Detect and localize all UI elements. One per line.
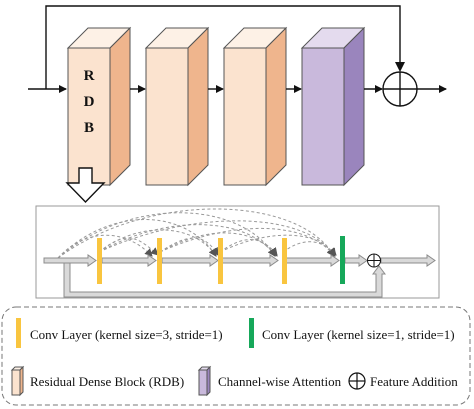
legend-frame [1,306,471,406]
top-block-chain: R D B [28,5,447,204]
legend-conv1-swatch [249,318,254,348]
rdb-letter-d: D [84,94,95,110]
rdb-letter-r: R [84,68,95,84]
legend-item-rdb: Residual Dense Block (RDB) [10,365,184,397]
plus-circle-icon [348,372,366,390]
skip-connection-line [45,5,401,89]
flow-segment-input [43,254,97,267]
rdb-block-2 [144,26,210,187]
rdb-letter-b: B [84,120,94,136]
legend-item-addition: Feature Addition [348,372,458,390]
rdb-addition-node [367,253,381,268]
rdb-block-3 [222,26,288,187]
conv3-layer-2 [157,238,162,284]
conv3-layer-4 [282,238,287,284]
conv3-layer-3 [218,238,223,284]
legend-addition-label: Feature Addition [370,374,458,389]
flow-segment-1 [101,254,157,267]
channel-attention-block [300,26,366,187]
rdb-detail-panel [35,205,440,299]
legend-conv3-label: Conv Layer (kernel size=3, stride=1) [30,327,223,342]
rdb-detail-frame [35,205,440,299]
flow-segment-3 [221,254,279,267]
expand-down-arrow-icon [65,167,106,204]
skip-connection-arrowhead [395,62,405,72]
legend-item-attention: Channel-wise Attention [197,365,342,397]
legend-item-conv3: Conv Layer (kernel size=3, stride=1) [16,318,223,348]
legend-conv1-label: Conv Layer (kernel size=1, stride=1) [262,327,455,342]
residual-bypass [63,262,386,298]
legend-item-conv1: Conv Layer (kernel size=1, stride=1) [249,318,455,348]
feature-addition-node [382,71,418,107]
flow-segment-4 [285,254,340,267]
legend-rdb-label: Residual Dense Block (RDB) [30,374,184,389]
legend-attention-label: Channel-wise Attention [218,374,342,389]
flow-segment-5 [344,254,368,267]
conv3-layer-1 [97,238,102,284]
legend-attention-icon [197,365,212,397]
flow-segment-output [380,254,436,267]
conv1-layer [340,236,345,284]
legend-conv3-swatch [16,318,21,348]
main-flow [43,254,436,298]
legend-rdb-icon [10,365,25,397]
rdb-block-1: R D B [66,26,132,187]
flow-segment-2 [161,254,219,267]
legend: Conv Layer (kernel size=3, stride=1) Con… [1,306,471,406]
dense-connections [57,208,337,259]
